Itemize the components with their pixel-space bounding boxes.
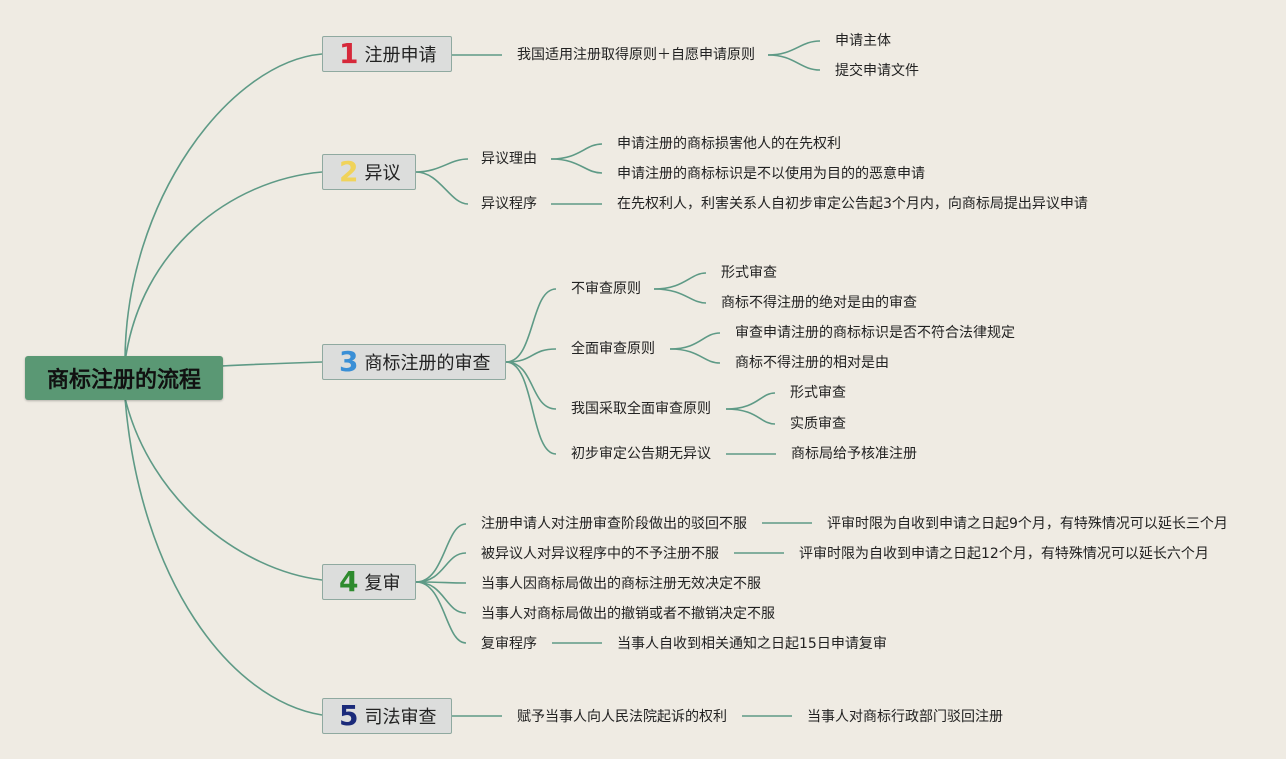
root-node[interactable]: 商标注册的流程 (25, 356, 223, 400)
branch-5-label: 司法审查 (364, 707, 437, 728)
b3-no-review-item-2[interactable]: 商标不得注册的绝对是由的审查 (721, 295, 917, 311)
b4-item-5-detail[interactable]: 当事人自收到相关通知之日起15日申请复审 (617, 636, 887, 652)
b3-full-review[interactable]: 全面审查原则 (571, 341, 655, 357)
b2-procedure[interactable]: 异议程序 (481, 196, 537, 212)
number-badge-5: 5 (339, 699, 359, 732)
b3-china-principle[interactable]: 我国采取全面审查原则 (571, 401, 711, 417)
b4-item-3[interactable]: 当事人因商标局做出的商标注册无效决定不服 (481, 576, 761, 592)
b3-no-review-item-1[interactable]: 形式审查 (721, 265, 777, 281)
b3-china-item-1[interactable]: 形式审查 (790, 385, 846, 401)
branch-4-node[interactable]: 4 复审 (322, 564, 416, 600)
number-badge-4: 4 (339, 565, 359, 598)
number-badge-2: 2 (339, 155, 359, 188)
b1-item-applicant[interactable]: 申请主体 (835, 33, 891, 49)
branch-2-label: 异议 (364, 163, 401, 184)
b3-china-item-2[interactable]: 实质审查 (790, 416, 846, 432)
b3-full-review-item-1[interactable]: 审查申请注册的商标标识是否不符合法律规定 (735, 325, 1015, 341)
b3-full-review-item-2[interactable]: 商标不得注册的相对是由 (735, 355, 889, 371)
b2-procedure-detail[interactable]: 在先权利人，利害关系人自初步审定公告起3个月内，向商标局提出异议申请 (617, 196, 1088, 212)
b2-reason-1[interactable]: 申请注册的商标损害他人的在先权利 (617, 136, 841, 152)
number-badge-1: 1 (339, 37, 359, 70)
b3-approval[interactable]: 商标局给予核准注册 (791, 446, 917, 462)
b5-right[interactable]: 赋予当事人向人民法院起诉的权利 (517, 709, 727, 725)
branch-4-label: 复审 (364, 573, 401, 594)
branch-2-node[interactable]: 2 异议 (322, 154, 416, 190)
branch-1-node[interactable]: 1 注册申请 (322, 36, 452, 72)
b2-reason-2[interactable]: 申请注册的商标标识是不以使用为目的的恶意申请 (617, 166, 925, 182)
branch-5-node[interactable]: 5 司法审查 (322, 698, 452, 734)
number-badge-3: 3 (339, 345, 359, 378)
b1-principle[interactable]: 我国适用注册取得原则＋自愿申请原则 (517, 47, 755, 63)
b4-item-2-detail[interactable]: 评审时限为自收到申请之日起12个月，有特殊情况可以延长六个月 (799, 546, 1209, 562)
b3-no-objection[interactable]: 初步审定公告期无异议 (571, 446, 711, 462)
b3-no-review[interactable]: 不审查原则 (571, 281, 641, 297)
branch-1-label: 注册申请 (364, 45, 437, 66)
b2-reason[interactable]: 异议理由 (481, 151, 537, 167)
b4-item-1[interactable]: 注册申请人对注册审查阶段做出的驳回不服 (481, 516, 747, 532)
branch-3-label: 商标注册的审查 (364, 353, 491, 374)
b4-item-2[interactable]: 被异议人对异议程序中的不予注册不服 (481, 546, 719, 562)
b5-detail[interactable]: 当事人对商标行政部门驳回注册 (807, 709, 1003, 725)
b4-item-4[interactable]: 当事人对商标局做出的撤销或者不撤销决定不服 (481, 606, 775, 622)
b4-item-1-detail[interactable]: 评审时限为自收到申请之日起9个月，有特殊情况可以延长三个月 (827, 516, 1228, 532)
b4-item-5[interactable]: 复审程序 (481, 636, 537, 652)
branch-3-node[interactable]: 3 商标注册的审查 (322, 344, 506, 380)
b1-item-documents[interactable]: 提交申请文件 (835, 63, 919, 79)
